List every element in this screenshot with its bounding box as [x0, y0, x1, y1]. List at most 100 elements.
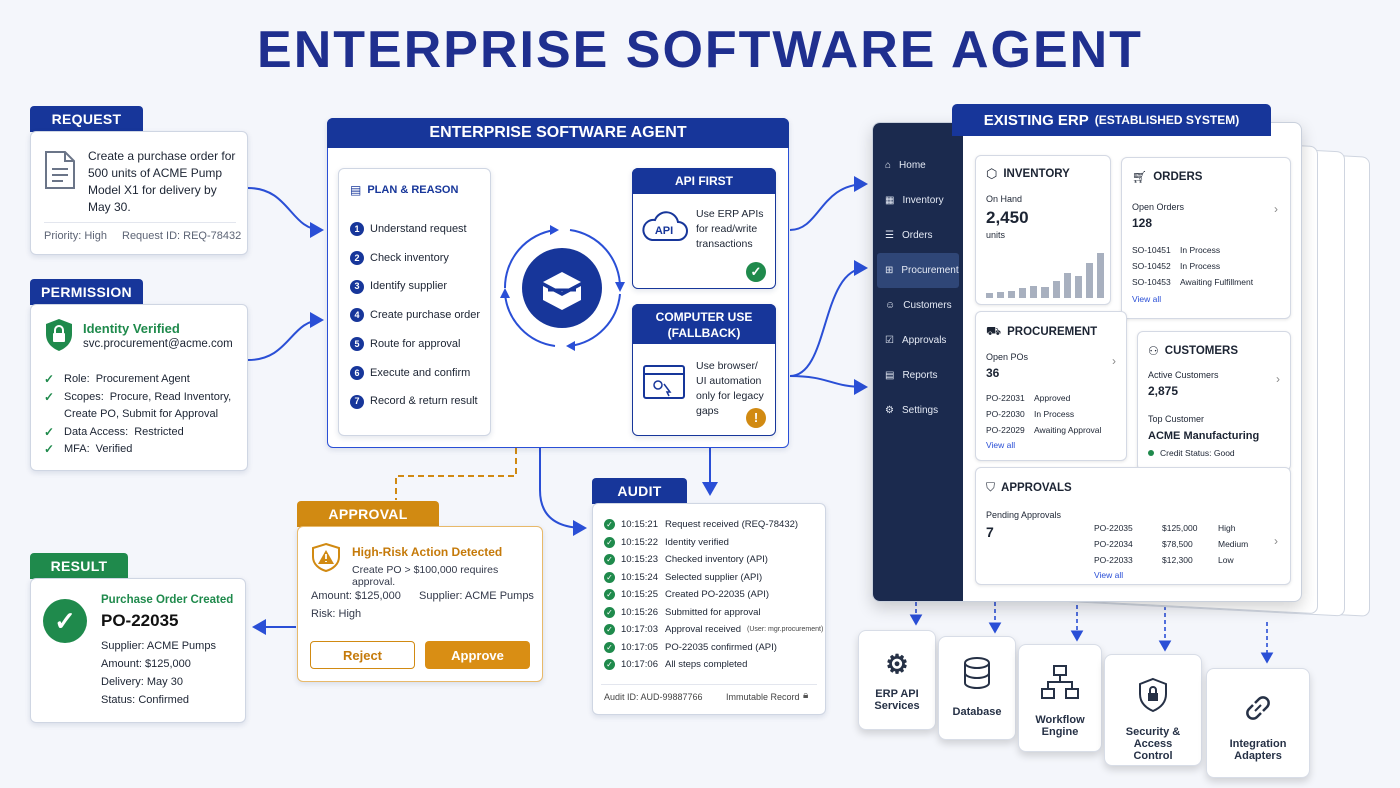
arrow-agent-audit [539, 448, 587, 536]
arrow-cu-erp-2 [789, 375, 868, 395]
plan-title: PLAN & REASON [367, 184, 459, 196]
service-security: Security & Access Control [1104, 654, 1202, 766]
inventory-bar [1041, 287, 1049, 298]
result-tab: RESULT [30, 553, 128, 579]
success-check-icon: ✓ [43, 599, 87, 643]
chevron-right-icon[interactable]: › [1274, 202, 1278, 216]
chevron-right-icon[interactable]: › [1274, 534, 1278, 548]
workflow-icon [1041, 665, 1079, 702]
service-workflow: Workflow Engine [1018, 644, 1102, 752]
service-erp-api: ⚙ERP API Services [858, 630, 936, 730]
shield-lock-icon [1137, 677, 1169, 716]
computer-use-tab: COMPUTER USE (FALLBACK) [632, 304, 776, 344]
chevron-right-icon[interactable]: › [1112, 354, 1116, 368]
erp-tab: EXISTING ERP(ESTABLISHED SYSTEM) [952, 104, 1271, 136]
audit-tab: AUDIT [592, 478, 687, 504]
request-priority: Priority: High [44, 230, 107, 242]
inventory-bar [1096, 253, 1104, 298]
arrow-request-agent [247, 187, 324, 238]
nav-inventory[interactable]: ▦Inventory [885, 195, 944, 206]
document-icon [44, 150, 76, 195]
inventory-value: 2,450 [986, 208, 1029, 227]
cloud-api-icon [640, 208, 688, 247]
identity-verified: Identity Verified [83, 321, 180, 336]
open-pos-value: 36 [986, 366, 1000, 380]
browser-window-icon [642, 364, 686, 405]
approvals-view-all[interactable]: View all [1094, 570, 1124, 580]
result-card: ✓ Purchase Order Created PO-22035 Suppli… [30, 578, 246, 723]
approval-supplier: Supplier: ACME Pumps [419, 590, 534, 602]
request-id: Request ID: REQ-78432 [122, 230, 242, 242]
inventory-bar [1074, 275, 1082, 298]
agent-cycle-icon [500, 225, 625, 351]
inventory-bar [1063, 273, 1071, 298]
permission-tab: PERMISSION [30, 279, 143, 305]
immutable-label: Immutable Record [726, 692, 800, 702]
lock-icon: 🔒︎ [803, 690, 809, 701]
nav-settings[interactable]: ⚙Settings [885, 405, 939, 416]
nav-home[interactable]: ⌂Home [885, 160, 926, 171]
top-customer: ACME Manufacturing [1148, 430, 1260, 442]
cart-icon: 🛒︎ [1132, 170, 1148, 184]
inventory-bar [1085, 263, 1093, 298]
service-integration: Integration Adapters [1206, 668, 1310, 778]
permission-list: ✓Role:Procurement Agent ✓Scopes:Procure,… [44, 372, 232, 456]
api-check-icon: ✓ [746, 262, 766, 282]
page-title: ENTERPRISE SOFTWARE AGENT [257, 21, 1143, 79]
chevron-right-icon[interactable]: › [1276, 372, 1280, 386]
inventory-widget: ⬡INVENTORY On Hand 2,450 units [975, 155, 1111, 305]
inventory-bar [1008, 290, 1016, 298]
permission-card: Identity Verified svc.procurement@acme.c… [30, 304, 248, 471]
approval-amount: Amount: $125,000 [311, 590, 401, 602]
inventory-bar [997, 292, 1005, 298]
inventory-bar [1030, 285, 1038, 298]
approval-rule: Create PO > $100,000 requires approval. [352, 564, 499, 588]
service-account: svc.procurement@acme.com [83, 338, 233, 350]
result-details: Supplier: ACME Pumps Amount: $125,000 De… [101, 640, 216, 706]
arrow-api-erp [789, 176, 868, 231]
truck-icon: ⛟ [986, 324, 1002, 338]
result-po: PO-22035 [101, 611, 179, 630]
approval-heading: High-Risk Action Detected [352, 545, 503, 559]
arrow-cu-erp-1 [789, 260, 868, 377]
inventory-bar-chart [986, 248, 1104, 298]
inventory-bar [1019, 288, 1027, 298]
result-heading: Purchase Order Created [101, 594, 234, 606]
users-icon: ⚇ [1148, 344, 1159, 358]
api-first-text: Use ERP APIs for read/write transactions [696, 208, 764, 250]
orders-view-all[interactable]: View all [1132, 294, 1162, 304]
request-card: Create a purchase order for 500 units of… [30, 131, 248, 255]
link-icon [1241, 691, 1275, 728]
nav-reports[interactable]: ▤Reports [885, 370, 938, 381]
approve-button[interactable]: Approve [425, 641, 530, 669]
customers-widget: ⚇CUSTOMERS Active Customers 2,875 › Top … [1137, 331, 1291, 471]
approval-tab: APPROVAL [297, 501, 439, 527]
warning-icon: ! [746, 408, 766, 428]
open-orders-value: 128 [1132, 216, 1153, 230]
approvals-widget: ⛉APPROVALS Pending Approvals 7 PO-22035$… [975, 467, 1291, 585]
database-icon [963, 657, 991, 692]
shield-icon: ⛉ [986, 480, 996, 494]
nav-customers[interactable]: ☺Customers [885, 300, 952, 311]
api-label: API [654, 225, 674, 237]
nav-approvals[interactable]: ☑Approvals [885, 335, 947, 346]
gear-cloud-icon: ⚙ [885, 649, 909, 679]
reject-button[interactable]: Reject [310, 641, 415, 669]
procurement-view-all[interactable]: View all [986, 440, 1016, 450]
nav-orders[interactable]: ☰Orders [885, 230, 933, 241]
computer-use-text: Use browser/ UI automation only for lega… [696, 360, 764, 417]
shield-check-icon [44, 318, 74, 357]
clipboard-icon: ▤ [350, 183, 362, 197]
arrow-permission-agent [247, 312, 324, 361]
nav-procurement[interactable]: ⊞Procurement [877, 253, 959, 288]
pending-approvals-value: 7 [986, 524, 994, 540]
box-icon: ⬡ [986, 166, 998, 181]
erp-window: ⌂Home ▦Inventory ☰Orders ⊞Procurement ☺C… [872, 122, 1302, 602]
